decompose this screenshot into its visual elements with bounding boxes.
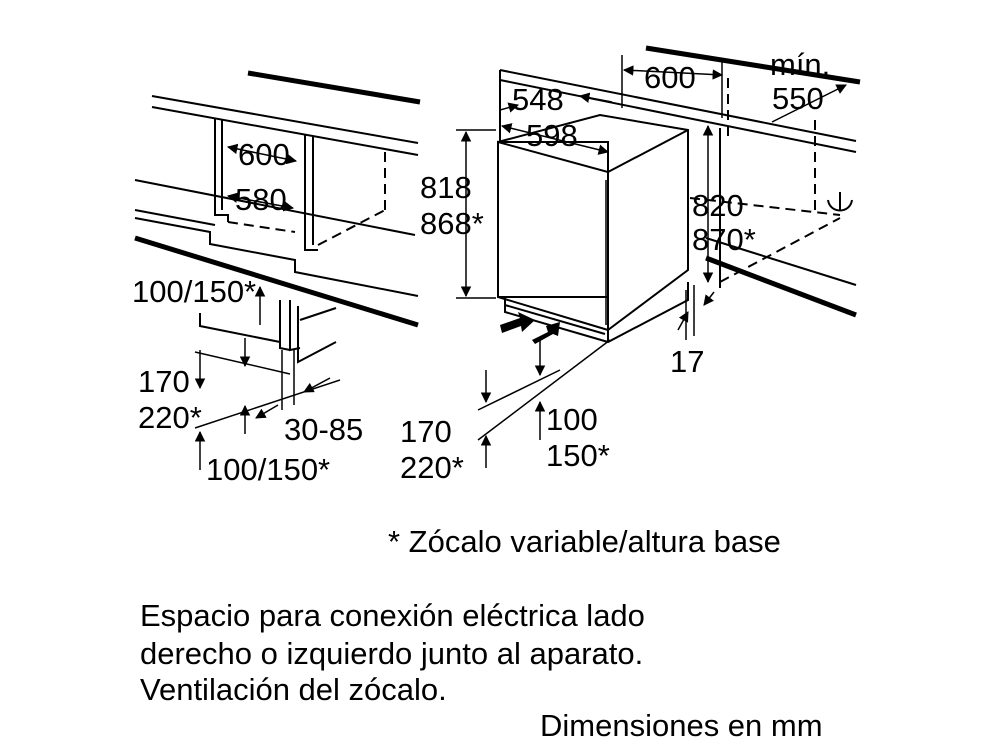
- footnote: * Zócalo variable/altura base: [388, 524, 781, 559]
- note-line-2: derecho o izquierdo junto al aparato.: [140, 636, 644, 671]
- left-bottom-100-150-label: 100/150*: [206, 452, 330, 487]
- height-818-label: 818: [420, 170, 472, 205]
- height-820-label: 820: [692, 188, 744, 223]
- right-plinth-170-label: 170: [400, 414, 452, 449]
- width-598-label: 598: [526, 118, 578, 153]
- note-line-1: Espacio para conexión eléctrica lado: [140, 598, 645, 633]
- left-plinth-100-150-label: 100/150*: [132, 274, 256, 309]
- height-870-label: 870*: [692, 222, 756, 257]
- left-plinth-220-label: 220*: [138, 400, 202, 435]
- right-dimension-lines: [456, 55, 847, 468]
- gap-17-label: 17: [670, 344, 704, 379]
- min-550-label: 550: [772, 81, 824, 116]
- left-dimension-lines: [194, 143, 331, 470]
- right-width-600-label: 600: [644, 60, 696, 95]
- left-plinth-170-label: 170: [138, 364, 190, 399]
- left-gap-30-85-label: 30-85: [284, 412, 363, 447]
- units-note: Dimensiones en mm: [540, 708, 823, 743]
- right-plinth-100-label: 100: [546, 402, 598, 437]
- right-plinth-150-label: 150*: [546, 438, 610, 473]
- min-label: mín.: [770, 47, 830, 82]
- note-line-3: Ventilación del zócalo.: [140, 672, 447, 707]
- right-plinth-220-label: 220*: [400, 450, 464, 485]
- height-868-label: 868*: [420, 206, 484, 241]
- left-width-600-label: 600: [238, 137, 290, 172]
- appliance-drawing: [477, 45, 861, 441]
- left-width-580-label: 580: [235, 182, 287, 217]
- depth-548-label: 548: [512, 82, 564, 117]
- niche-drawing: [134, 70, 421, 429]
